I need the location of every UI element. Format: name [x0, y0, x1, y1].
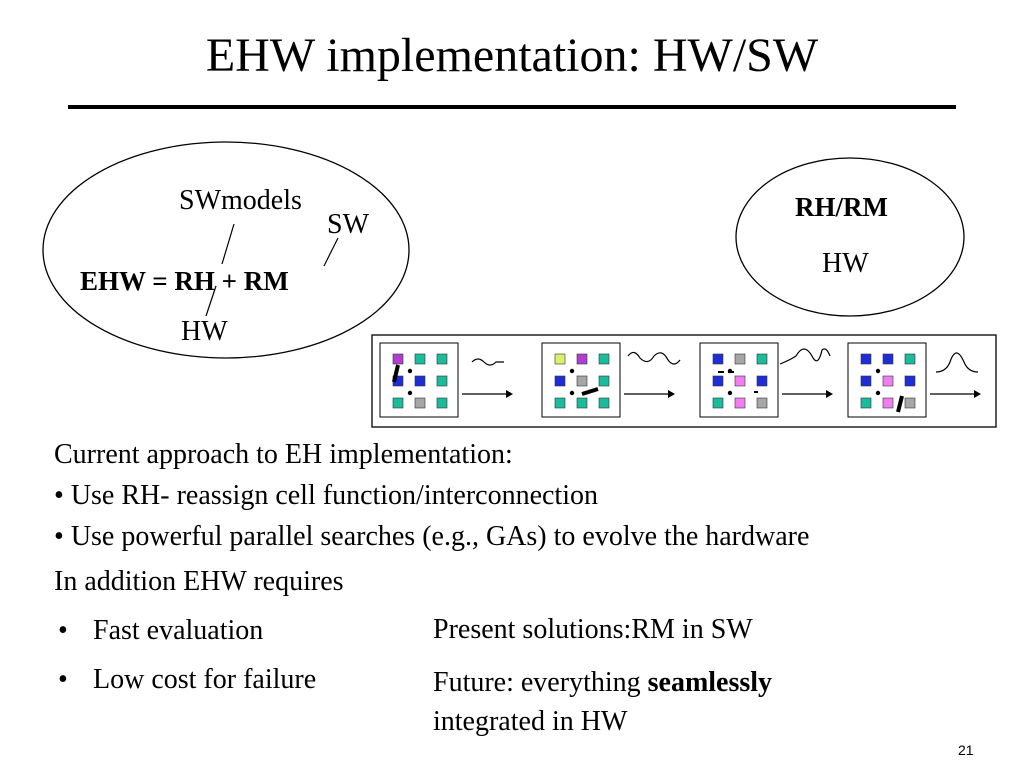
- ehw-ellipse: [42, 141, 410, 359]
- interconnect-dot: [407, 390, 413, 396]
- cell-square: [734, 375, 746, 387]
- cell-square: [576, 375, 588, 387]
- interconnect-dot: [875, 390, 881, 396]
- cell-square: [436, 375, 448, 387]
- approach-heading: Current approach to EH implementation:: [54, 439, 513, 470]
- cell-square: [734, 353, 746, 365]
- requires-bullet-2: Low cost for failure: [93, 664, 317, 695]
- future-prefix: Future: everything: [433, 667, 648, 698]
- cell-square: [554, 353, 566, 365]
- cell-square: [392, 397, 404, 409]
- bullet-glyph: •: [54, 521, 71, 552]
- interconnect-dot: [727, 390, 733, 396]
- present-solutions: Present solutions:RM in SW: [433, 614, 753, 645]
- swmodels-leader-line: [221, 223, 235, 265]
- approach-bullet-1-text: Use RH- reassign cell function/interconn…: [70, 480, 598, 511]
- cell-square: [414, 397, 426, 409]
- hw-leader-line: [205, 285, 217, 317]
- cell-square: [598, 397, 610, 409]
- arrow-head: [974, 390, 981, 398]
- cell-square: [882, 397, 894, 409]
- cell-square: [860, 397, 872, 409]
- cell-square: [756, 375, 768, 387]
- interconnect-dot: [407, 368, 413, 374]
- bullet-glyph: •: [54, 480, 71, 511]
- cell-square: [414, 375, 426, 387]
- waveform: [779, 348, 831, 365]
- interconnect-dot: [569, 390, 575, 396]
- ehw-equation: EHW = RH + RM: [80, 266, 289, 296]
- interconnect-dot: [569, 368, 575, 374]
- slide-title: EHW implementation: HW/SW: [205, 29, 819, 82]
- page-number: 21: [958, 742, 974, 758]
- swmodels-label: SWmodels: [179, 185, 302, 216]
- cell-square: [712, 375, 724, 387]
- cell-square: [882, 353, 894, 365]
- cell-square: [576, 353, 588, 365]
- cell-square: [904, 397, 916, 409]
- cell-square: [904, 375, 916, 387]
- bullet-glyph: •: [58, 664, 68, 695]
- cell-square: [576, 397, 588, 409]
- interconnect-dot: [875, 368, 881, 374]
- arrow-head: [668, 390, 675, 398]
- rh-rm-ellipse: [735, 157, 965, 317]
- rh-rm-label: RH/RM: [795, 192, 888, 222]
- cell-square: [554, 397, 566, 409]
- cell-square: [436, 397, 448, 409]
- cell-square: [904, 353, 916, 365]
- waveform: [935, 352, 979, 373]
- future-line-2: integrated in HW: [433, 706, 628, 737]
- cell-square: [414, 353, 426, 365]
- cell-square: [756, 397, 768, 409]
- requires-bullet-1: Fast evaluation: [93, 615, 264, 646]
- hw-label-left: HW: [181, 316, 228, 347]
- cell-square: [392, 353, 404, 365]
- arrow-head: [506, 390, 513, 398]
- interconnect-segment: [896, 395, 904, 413]
- title-underline: [68, 105, 956, 109]
- sw-label: SW: [327, 209, 369, 240]
- cell-square: [756, 353, 768, 365]
- approach-bullet-1: • Use RH- reassign cell function/interco…: [54, 480, 598, 512]
- arrow-head: [826, 390, 833, 398]
- cell-square: [860, 375, 872, 387]
- interconnect-segment: [392, 364, 400, 383]
- interconnect-segment: [581, 387, 599, 396]
- waveform: [471, 358, 504, 366]
- future-line-1: Future: everything seamlessly: [433, 667, 772, 699]
- sw-leader-line: [323, 237, 339, 267]
- approach-bullet-2-text: Use powerful parallel searches (e.g., GA…: [70, 521, 810, 552]
- approach-bullet-2: • Use powerful parallel searches (e.g., …: [54, 521, 809, 553]
- cell-square: [712, 397, 724, 409]
- cell-square: [734, 397, 746, 409]
- bullet-glyph: •: [58, 615, 68, 646]
- hw-label-right: HW: [822, 248, 869, 279]
- cell-square: [598, 353, 610, 365]
- cell-square: [598, 375, 610, 387]
- cell-square: [882, 375, 894, 387]
- waveform: [627, 351, 681, 365]
- cell-square: [554, 375, 566, 387]
- requires-heading: In addition EHW requires: [54, 566, 344, 597]
- future-emphasis: seamlessly: [647, 667, 773, 698]
- cell-square: [860, 353, 872, 365]
- cell-square: [436, 353, 448, 365]
- cell-square: [712, 353, 724, 365]
